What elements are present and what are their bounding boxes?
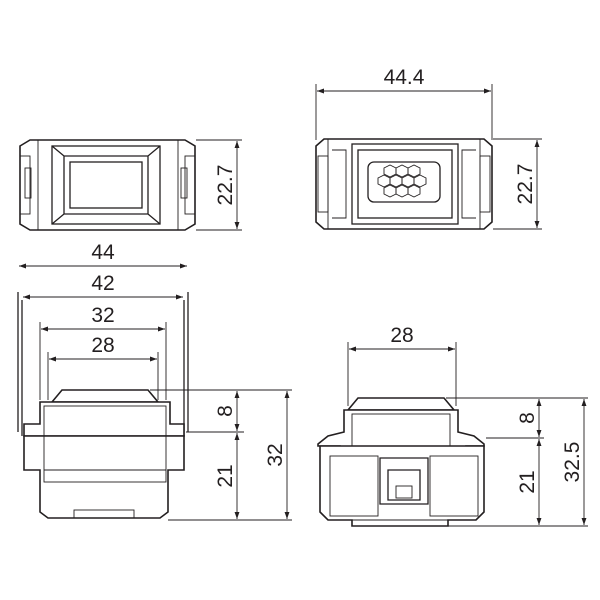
dimension-heights-bottom-left: 8 21 32 [150,389,292,521]
label-21-left: 21 [214,464,237,487]
label-28-left: 28 [91,334,114,357]
dimension-width-bottom-right: 28 [347,324,457,406]
dimension-heights-bottom-right: 8 21 32.5 [446,397,588,527]
label-22-7-right: 22.7 [514,164,537,205]
dimension-width-top-right: 44.4 [315,66,493,140]
dimension-height-top-left: 22.7 [196,139,242,231]
label-44-4: 44.4 [384,66,425,89]
front-view-switch [19,139,196,231]
label-28-right: 28 [390,324,413,347]
label-8-left: 8 [214,405,237,417]
rear-view-switch [315,138,493,230]
label-22-7-left: 22.7 [214,165,237,206]
label-42: 42 [91,272,114,295]
terminal-holes [377,164,427,198]
dimension-height-top-right: 22.7 [493,138,542,230]
label-32-5: 32.5 [561,442,584,483]
label-8-right: 8 [516,412,539,424]
side-view-left [17,292,189,519]
label-21-right: 21 [516,470,539,493]
label-32: 32 [91,304,114,327]
side-view-right [317,397,485,527]
label-44: 44 [91,241,115,264]
dimension-widths-bottom-left: 44 42 32 28 [19,241,187,400]
label-32-height: 32 [264,443,287,466]
